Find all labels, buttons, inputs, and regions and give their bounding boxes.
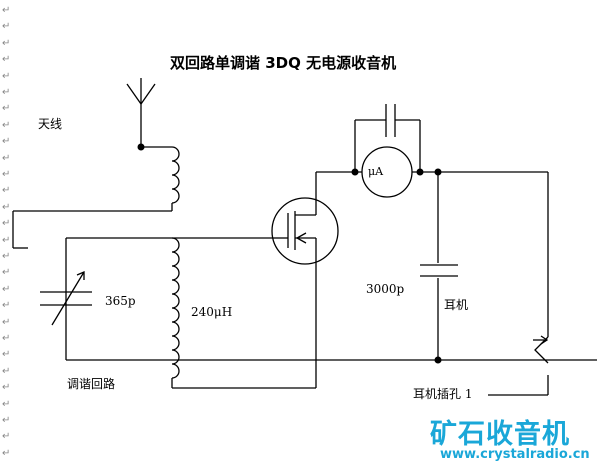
junction-dots bbox=[137, 143, 442, 364]
paragraph-mark: ↵ bbox=[2, 37, 11, 49]
variable-capacitor-label: 365p bbox=[105, 294, 136, 308]
watermark-brand: 矿石收音机 bbox=[430, 419, 570, 450]
paragraph-mark: ↵ bbox=[2, 87, 11, 98]
watermark-url: www.crystalradio.cn bbox=[440, 447, 590, 462]
earphone-jack-label: 耳机插孔 1 bbox=[413, 387, 473, 401]
paragraph-mark: ↵ bbox=[2, 349, 11, 361]
tuning-loop-wires bbox=[65, 237, 597, 361]
earphone-label: 耳机 bbox=[444, 298, 469, 312]
tuning-inductor bbox=[171, 237, 316, 389]
paragraph-mark: ↵ bbox=[2, 136, 11, 148]
inductor-label: 240μH bbox=[191, 305, 233, 319]
paragraph-mark: ↵ bbox=[2, 431, 11, 443]
paragraph-mark: ↵ bbox=[2, 152, 11, 164]
diagram-title: 双回路单调谐 3DQ 无电源收音机 bbox=[170, 54, 397, 72]
paragraph-mark: ↵ bbox=[2, 70, 11, 82]
paragraph-mark: ↵ bbox=[2, 365, 11, 377]
paragraph-mark: ↵ bbox=[2, 54, 11, 66]
paragraph-mark: ↵ bbox=[2, 251, 11, 262]
paragraph-mark: ↵ bbox=[2, 316, 11, 328]
paragraph-mark: ↵ bbox=[2, 185, 11, 197]
bypass-capacitor bbox=[420, 172, 458, 360]
microammeter-label: μA bbox=[368, 165, 384, 178]
antenna-label: 天线 bbox=[38, 117, 63, 131]
paragraph-mark: ↵ bbox=[2, 415, 11, 426]
earphone-jack bbox=[488, 335, 549, 396]
paragraph-mark: ↵ bbox=[2, 382, 11, 394]
paragraph-mark: ↵ bbox=[2, 119, 11, 131]
antenna-symbol bbox=[126, 78, 156, 147]
paragraph-mark: ↵ bbox=[2, 267, 11, 279]
variable-capacitor bbox=[40, 271, 92, 326]
fixed-capacitor-label: 3000p bbox=[366, 282, 405, 296]
paragraph-mark: ↵ bbox=[2, 21, 11, 33]
paragraph-mark: ↵ bbox=[2, 300, 11, 312]
paragraph-mark: ↵ bbox=[2, 169, 11, 180]
paragraph-mark: ↵ bbox=[2, 333, 11, 344]
paragraph-mark: ↵ bbox=[2, 103, 11, 115]
paragraph-mark: ↵ bbox=[2, 283, 11, 295]
antenna-coil bbox=[12, 146, 180, 249]
paragraph-mark: ↵ bbox=[2, 234, 11, 246]
paragraph-mark: ↵ bbox=[2, 398, 11, 410]
microammeter-branch bbox=[316, 104, 549, 337]
mosfet-3dq bbox=[271, 172, 339, 388]
paragraph-mark: ↵ bbox=[2, 5, 11, 16]
paragraph-mark: ↵ bbox=[2, 201, 11, 213]
paragraph-mark: ↵ bbox=[2, 218, 11, 230]
paragraph-mark: ↵ bbox=[2, 447, 11, 459]
tuning-loop-label: 调谐回路 bbox=[67, 377, 116, 391]
